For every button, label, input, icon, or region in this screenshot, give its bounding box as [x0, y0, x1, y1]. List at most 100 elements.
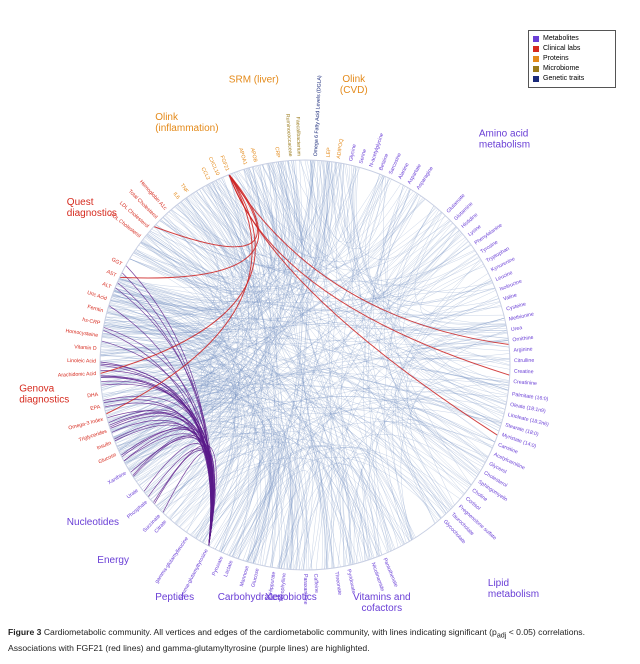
correlation-edge: [107, 340, 509, 421]
correlation-edge: [144, 441, 379, 557]
correlation-edge: [372, 193, 479, 475]
node-label: Faecalibacterium: [294, 117, 301, 157]
correlation-edge: [111, 418, 300, 570]
legend-swatch: [533, 76, 539, 82]
correlation-edge: [279, 162, 337, 569]
correlation-edge: [114, 289, 443, 518]
group-label-energy: Energy: [97, 555, 129, 566]
correlation-edge: [142, 198, 426, 288]
correlation-edge: [345, 377, 510, 567]
correlation-edge: [141, 241, 352, 565]
correlation-edge: [238, 189, 411, 559]
figure-caption: Figure 3 Cardiometabolic community. All …: [8, 626, 632, 654]
node-label: CCL2: [199, 167, 210, 182]
node-label: Glucose: [251, 568, 261, 588]
correlation-edge: [280, 161, 510, 360]
legend-label: Metabolites: [543, 35, 579, 42]
correlation-edge: [151, 228, 334, 569]
correlation-edge: [100, 377, 508, 398]
ggt-edge: [103, 395, 214, 547]
correlation-edge: [111, 215, 446, 434]
correlation-edge: [119, 277, 489, 458]
correlation-edge: [147, 232, 497, 320]
node-label: IL6: [172, 191, 181, 200]
correlation-edge: [135, 185, 243, 294]
correlation-edge: [133, 187, 253, 478]
correlation-edge: [227, 174, 496, 293]
correlation-edge: [102, 160, 322, 342]
edge-layer: [99, 159, 511, 571]
correlation-edge: [101, 198, 219, 392]
node-label: Pantothenate: [381, 557, 398, 588]
correlation-edge: [170, 210, 263, 557]
correlation-edge: [361, 468, 373, 560]
correlation-edge: [112, 293, 243, 543]
correlation-edge: [140, 198, 243, 295]
legend-label: Genetic traits: [543, 75, 585, 82]
correlation-edge: [251, 166, 381, 258]
correlation-edge: [319, 160, 333, 569]
correlation-edge: [199, 189, 334, 569]
correlation-edge: [122, 160, 298, 460]
correlation-edge: [103, 384, 503, 422]
correlation-edge: [116, 160, 328, 447]
correlation-edge: [271, 160, 303, 568]
correlation-edge: [299, 160, 346, 242]
correlation-edge: [110, 300, 410, 542]
correlation-edge: [105, 298, 499, 345]
correlation-edge: [252, 166, 280, 568]
correlation-edge: [104, 166, 280, 333]
correlation-edge: [113, 282, 493, 303]
correlation-edge: [280, 161, 499, 307]
correlation-edge: [315, 279, 492, 570]
correlation-edge: [283, 160, 314, 569]
node-label: Linoleic Acid: [67, 358, 96, 365]
node-label: Creatinine: [513, 379, 537, 387]
node-label: CRP: [273, 147, 280, 159]
correlation-edge: [192, 193, 412, 541]
correlation-edge: [279, 161, 450, 271]
group-label-line: SRM (liver): [229, 75, 279, 86]
correlation-edge: [419, 331, 508, 350]
correlation-edge: [278, 257, 480, 569]
correlation-edge: [231, 457, 442, 557]
correlation-edge: [304, 159, 508, 396]
correlation-edge: [162, 216, 240, 296]
correlation-edge: [379, 230, 502, 423]
correlation-edge: [111, 291, 231, 315]
correlation-edge: [142, 339, 509, 490]
correlation-edge: [133, 240, 469, 311]
correlation-edge: [310, 160, 464, 496]
legend-item-proteins: Proteins: [533, 54, 611, 64]
correlation-edge: [341, 175, 383, 563]
correlation-edge: [176, 229, 460, 525]
correlation-edge: [112, 249, 231, 310]
correlation-edge: [136, 183, 271, 482]
correlation-edge: [150, 432, 369, 560]
correlation-edge: [100, 180, 263, 378]
correlation-edge: [347, 166, 502, 423]
correlation-edge: [138, 187, 260, 281]
correlation-edge: [310, 193, 418, 570]
correlation-edge: [342, 241, 469, 565]
correlation-edge: [139, 396, 493, 486]
correlation-edge: [229, 340, 509, 556]
correlation-edge: [128, 214, 217, 470]
correlation-edge: [148, 160, 314, 498]
correlation-edge: [215, 227, 457, 550]
node-label: Arginine: [513, 346, 533, 353]
correlation-edge: [145, 226, 457, 494]
correlation-edge: [103, 173, 280, 327]
correlation-edge: [127, 396, 488, 469]
correlation-edge: [115, 161, 294, 444]
correlation-edge: [162, 181, 264, 279]
correlation-edge: [99, 360, 298, 570]
correlation-edge: [281, 161, 486, 464]
correlation-edge: [144, 237, 274, 568]
group-label-nucleotides: Nucleotides: [67, 517, 119, 528]
group-label-olink_inflammation: Olink(inflammation): [155, 112, 218, 134]
correlation-edge: [245, 168, 405, 545]
correlation-edge: [100, 161, 284, 374]
correlation-edge: [262, 160, 313, 270]
correlation-edge: [111, 202, 249, 432]
